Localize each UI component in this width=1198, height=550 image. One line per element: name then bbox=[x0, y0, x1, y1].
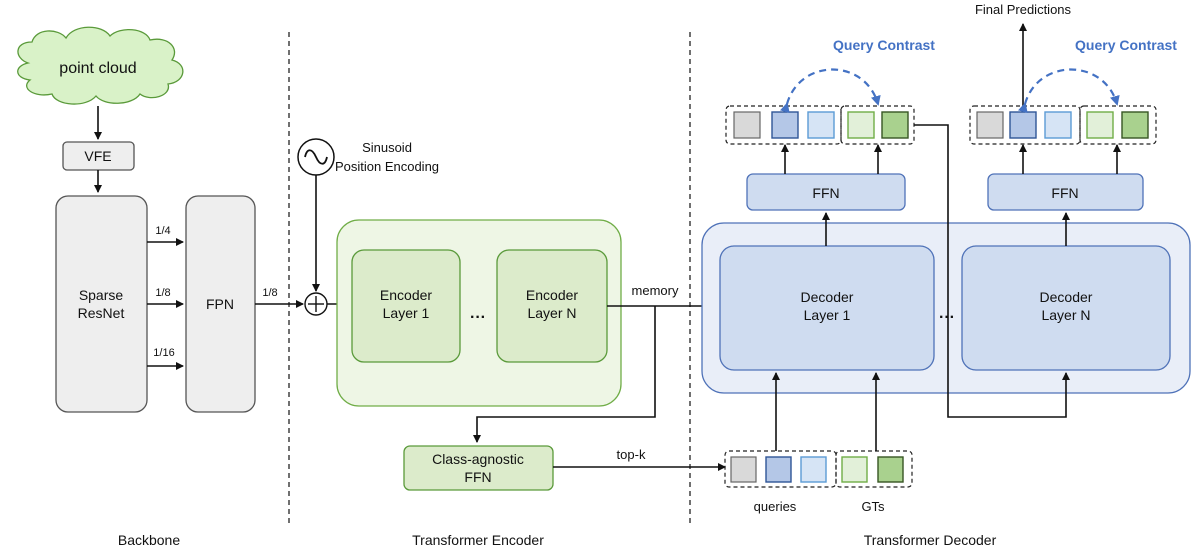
query-box-light-blue bbox=[1044, 111, 1072, 139]
decoder-ellipsis: ··· bbox=[939, 309, 955, 326]
final-predictions-label: Final Predictions bbox=[975, 2, 1072, 17]
transformer-decoder: Decoder Layer 1 ··· Decoder Layer N bbox=[701, 222, 1191, 394]
topk-label: top-k bbox=[617, 447, 646, 462]
decoder-layer-n-label-1: Decoder bbox=[1040, 289, 1093, 305]
decoder-layer-1-label-1: Decoder bbox=[801, 289, 854, 305]
arrow-feedback-layer-n bbox=[914, 124, 1070, 418]
gt-box-light-green bbox=[841, 456, 868, 483]
query-box-grey bbox=[733, 111, 761, 139]
transformer-encoder: Encoder Layer 1 ··· Encoder Layer N bbox=[336, 219, 622, 407]
gt-box-dark-green bbox=[881, 111, 909, 139]
add-node bbox=[304, 292, 328, 316]
gts-label: GTs bbox=[861, 499, 885, 514]
input-queries-group bbox=[724, 450, 837, 488]
memory-label: memory bbox=[632, 283, 679, 298]
encoder-layer-1-label-1: Encoder bbox=[380, 287, 432, 303]
section-label-backbone: Backbone bbox=[118, 532, 180, 548]
sparse-resnet-block: Sparse ResNet bbox=[55, 195, 148, 413]
encoder-ellipsis: ··· bbox=[470, 309, 486, 326]
point-cloud-label: point cloud bbox=[59, 60, 136, 77]
decoder-ffn-1: FFN bbox=[746, 173, 906, 211]
queries-label: queries bbox=[754, 499, 797, 514]
sine-wave-icon bbox=[304, 149, 328, 165]
position-encoding: Sinusoid Position Encoding bbox=[297, 138, 439, 176]
encoder-layer-n-label-1: Encoder bbox=[526, 287, 578, 303]
gt-box-dark-green bbox=[877, 456, 904, 483]
output-queries-1-group bbox=[725, 105, 842, 145]
sparse-resnet-label-2: ResNet bbox=[78, 305, 125, 321]
pos-enc-label-1: Sinusoid bbox=[362, 140, 412, 155]
point-cloud-shape bbox=[17, 26, 184, 105]
output-queries-n bbox=[969, 105, 1157, 145]
vfe-block: VFE bbox=[62, 141, 135, 171]
fpn-out-scale-label: 1/8 bbox=[262, 287, 277, 299]
fpn-block: FPN bbox=[185, 195, 256, 413]
input-queries: queries GTs bbox=[724, 450, 913, 514]
sparse-resnet-box bbox=[55, 195, 148, 413]
query-contrast-arc-1 bbox=[780, 68, 881, 114]
query-box-grey bbox=[730, 456, 757, 483]
vfe-label: VFE bbox=[84, 148, 111, 164]
section-label-decoder: Transformer Decoder bbox=[864, 532, 997, 548]
output-queries-1 bbox=[725, 105, 915, 145]
encoder-layer-1-label-2: Layer 1 bbox=[383, 305, 430, 321]
query-box-blue bbox=[765, 456, 792, 483]
decoder-layer-n-label-2: Layer N bbox=[1041, 307, 1090, 323]
fpn-label: FPN bbox=[206, 296, 234, 312]
query-contrast-label-1: Query Contrast bbox=[833, 37, 935, 53]
scale-1-4-label: 1/4 bbox=[155, 225, 170, 237]
query-contrast-label-n: Query Contrast bbox=[1075, 37, 1177, 53]
scale-1-16-label: 1/16 bbox=[153, 347, 174, 359]
decoder-layer-1-label-2: Layer 1 bbox=[804, 307, 851, 323]
decoder-ffn-n: FFN bbox=[987, 173, 1144, 211]
query-box-light-blue bbox=[800, 456, 827, 483]
sparse-resnet-label-1: Sparse bbox=[79, 287, 124, 303]
class-agnostic-ffn-label-1: Class-agnostic bbox=[432, 451, 524, 467]
gt-box-light-green bbox=[1086, 111, 1114, 139]
encoder-layer-n-label-2: Layer N bbox=[527, 305, 576, 321]
decoder-ffn-1-box bbox=[746, 173, 906, 211]
query-contrast-arc-n bbox=[1018, 68, 1120, 114]
scale-1-8-label: 1/8 bbox=[155, 287, 170, 299]
decoder-layer-1-box bbox=[719, 245, 935, 371]
pos-enc-label-2: Position Encoding bbox=[335, 159, 439, 174]
input-gts-group bbox=[835, 450, 913, 488]
class-agnostic-ffn-label-2: FFN bbox=[464, 469, 491, 485]
point-cloud: point cloud bbox=[17, 26, 184, 105]
decoder-ffn-1-label: FFN bbox=[812, 185, 839, 201]
decoder-ffn-n-box bbox=[987, 173, 1144, 211]
class-agnostic-ffn-box bbox=[403, 445, 554, 491]
encoder-layer-1-box bbox=[351, 249, 461, 363]
class-agnostic-ffn: Class-agnostic FFN bbox=[403, 445, 554, 491]
query-box-blue bbox=[771, 111, 799, 139]
output-gts-n-group bbox=[1079, 105, 1157, 145]
gt-box-dark-green bbox=[1121, 111, 1149, 139]
arrow-memory-ffn bbox=[473, 306, 656, 443]
decoder-ffn-n-label: FFN bbox=[1051, 185, 1078, 201]
query-box-blue bbox=[1009, 111, 1037, 139]
query-box-light-blue bbox=[807, 111, 835, 139]
gt-box-light-green bbox=[847, 111, 875, 139]
query-box-grey bbox=[976, 111, 1004, 139]
section-label-encoder: Transformer Encoder bbox=[412, 532, 544, 548]
